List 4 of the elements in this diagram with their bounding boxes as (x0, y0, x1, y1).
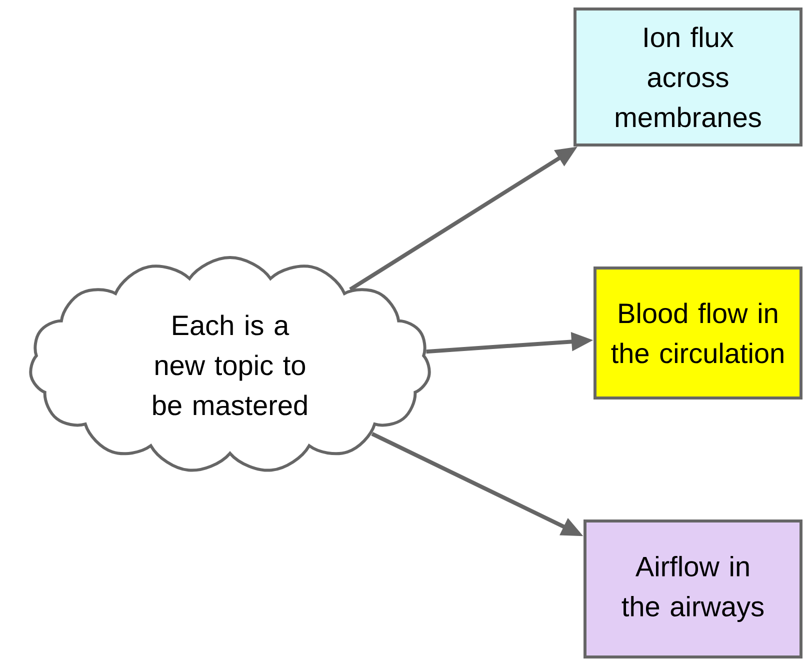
topic-box: Ion flux across membranes (574, 8, 802, 146)
topic-box: Blood flow in the circulation (594, 266, 802, 400)
topic-box: Airflow in the airways (584, 520, 802, 658)
thought-cloud: Each is a new topic to be mastered (29, 256, 431, 472)
